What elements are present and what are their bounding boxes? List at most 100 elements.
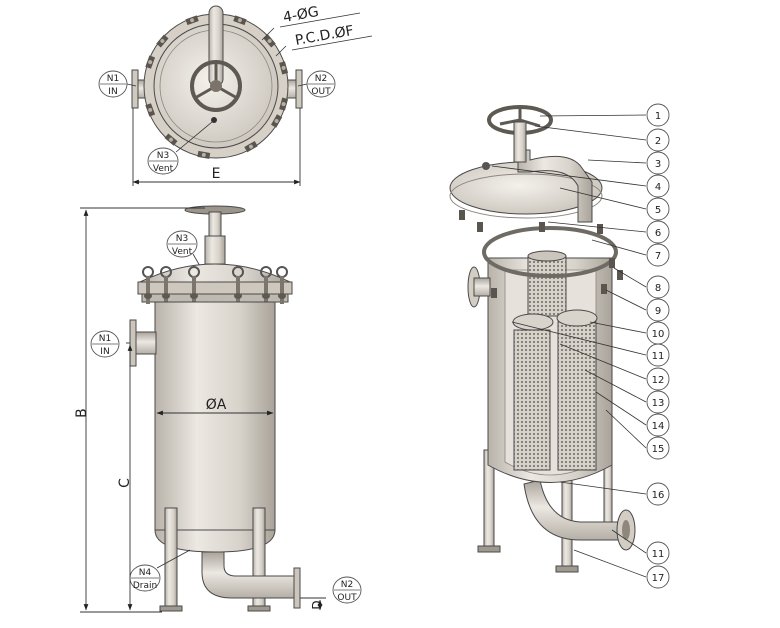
callout-leader: [613, 267, 647, 288]
top-bolt-icon: [164, 133, 178, 146]
callout-leader: [605, 289, 647, 311]
callout-bubble: [646, 275, 670, 299]
top-bolt-icon: [279, 61, 289, 75]
callout-bubble: [646, 220, 670, 244]
callout-number: 4: [655, 182, 661, 193]
top-bolt-icon: [156, 34, 169, 48]
dim-b-label: B: [74, 408, 90, 418]
eyebolt-icon: [160, 266, 172, 304]
top-bolt-icon: [271, 114, 283, 128]
callout-bubble: [646, 298, 670, 322]
top-bolt-icon: [279, 97, 289, 111]
callout-leader: [589, 321, 647, 334]
svg-text:Vent: Vent: [153, 164, 174, 174]
front-n4-tag: N4 Drain: [129, 549, 191, 592]
callout-number: 2: [655, 136, 661, 147]
iso-seal-plate-hole-left: [512, 313, 554, 331]
dim-d-label: D: [310, 600, 324, 609]
front-eyebolts: [142, 266, 288, 304]
iso-bolt-icon: [477, 222, 483, 232]
callout-leader: [584, 369, 647, 403]
eyebolt-icon: [142, 266, 154, 304]
callout-number: 5: [655, 205, 661, 216]
top-bolt-icon: [185, 15, 199, 26]
front-inlet-flange: [129, 319, 137, 367]
svg-text:N2: N2: [315, 74, 327, 84]
iso-bolt-icon: [617, 270, 623, 280]
front-inlet-nozzle: [133, 331, 157, 355]
front-outlet-elbow: [201, 551, 297, 599]
iso-bolt-icon: [609, 258, 615, 268]
callout-bubble: [646, 151, 670, 175]
callout-bubble: [646, 243, 670, 267]
callout-bubble: [646, 343, 670, 367]
callout-leader: [547, 221, 647, 233]
iso-bolts: [459, 210, 623, 298]
callout-number: 3: [655, 159, 661, 170]
callout-number: 14: [652, 421, 665, 432]
callout-leader: [491, 165, 647, 187]
front-view: N3 Vent N1 IN: [74, 205, 362, 613]
eyebolt-icon: [188, 266, 200, 304]
callout-number: 16: [652, 490, 665, 501]
eyebolt-icon: [232, 266, 244, 304]
callout-bubble: [646, 436, 670, 460]
svg-text:Vent: Vent: [172, 247, 193, 257]
bolt-label: 4-ØG: [282, 4, 320, 26]
callout-number: 12: [652, 375, 665, 386]
top-outlet-flange: [295, 69, 303, 109]
svg-text:N4: N4: [139, 568, 152, 578]
svg-text:IN: IN: [108, 87, 117, 97]
top-handwheel: [190, 60, 242, 112]
callout-bubble: [646, 565, 670, 589]
eyebolt-icon: [260, 266, 272, 304]
callout-number: 15: [652, 444, 665, 455]
callout-leader: [605, 409, 647, 449]
callout-number: 13: [652, 398, 665, 409]
iso-top-flange: [482, 226, 618, 278]
callout-leader: [611, 529, 647, 554]
callout-bubble: [646, 482, 670, 506]
svg-text:N1: N1: [107, 74, 119, 84]
top-bolt-icon: [263, 34, 276, 48]
callout-bubble: [646, 390, 670, 414]
callout-bubble: [646, 541, 670, 565]
iso-basket-right: [557, 321, 597, 471]
iso-basket-top: [527, 255, 567, 317]
svg-text:N2: N2: [341, 580, 353, 590]
svg-text:OUT: OUT: [337, 593, 357, 603]
iso-vent-port: [482, 162, 490, 170]
top-n2-tag: N2 OUT: [297, 70, 336, 98]
iso-bolt-icon: [601, 284, 607, 294]
top-vent-port: [211, 117, 217, 123]
front-n2-tag: N2 OUT: [332, 576, 362, 604]
callout-bubble: [646, 174, 670, 198]
callout-bubble: [646, 128, 670, 152]
callout-leader: [587, 159, 647, 164]
callout-leader: [539, 114, 647, 117]
top-n1-tag: N1 IN: [98, 70, 137, 98]
svg-text:N3: N3: [176, 234, 188, 244]
callout-leader: [595, 391, 647, 426]
callout-bubble: [646, 197, 670, 221]
pcd-label: P.C.D.ØF: [294, 23, 355, 49]
iso-bolt-icon: [539, 222, 545, 232]
front-n3-tag: N3 Vent: [166, 230, 201, 267]
top-bolt-icon: [233, 15, 247, 26]
iso-bolt-icon: [597, 224, 603, 234]
top-n3-tag: N3 Vent: [147, 121, 213, 175]
svg-text:Drain: Drain: [133, 581, 157, 591]
iso-outlet-pipe: [523, 479, 626, 541]
iso-seal-plate-hole-right: [556, 309, 598, 327]
callout-bubble: [646, 413, 670, 437]
callout-number: 11: [652, 549, 665, 560]
callout-number: 8: [655, 283, 661, 294]
top-inlet-flange: [131, 69, 139, 109]
svg-text:OUT: OUT: [311, 87, 331, 97]
callout-number: 17: [652, 573, 665, 584]
front-shell: [154, 301, 276, 531]
top-view: 4-ØG P.C.D.ØF N1 IN N2 OUT N3 Vent: [98, 4, 373, 186]
top-bolt-icon: [145, 55, 156, 69]
